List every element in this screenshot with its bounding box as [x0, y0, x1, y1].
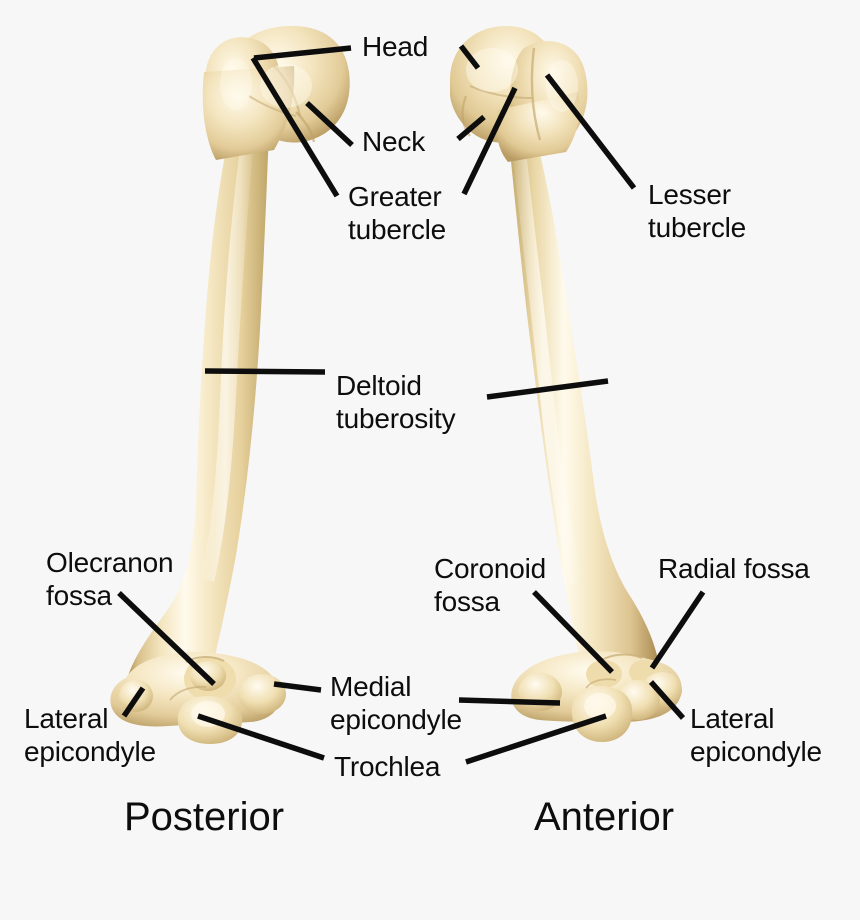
anterior-shaft-highlight	[510, 130, 584, 586]
label-medial-epicondyle-line-1: Medial	[330, 671, 412, 702]
leader-line-neck-to-anterior	[456, 114, 486, 142]
leader-line-deltoid-to-anterior	[486, 378, 609, 400]
label-coronoid-fossa-line-2: fossa	[434, 586, 500, 617]
anterior-trochlea-rim	[585, 678, 617, 689]
label-deltoid-tuberosity-line-2: tuberosity	[336, 403, 456, 434]
anterior-head-highlight	[466, 48, 518, 92]
humerus-anterior	[450, 26, 682, 742]
label-lesser-tubercle-line-1: Lesser	[648, 179, 731, 210]
label-head: Head	[362, 30, 462, 63]
label-lateral-epicondyle-right-line-2: epicondyle	[690, 736, 822, 767]
label-radial-fossa: Radial fossa	[658, 552, 828, 585]
leader-line-head-to-posterior	[253, 45, 352, 61]
leader-line-medial-epicondyle-to-posterior	[273, 681, 322, 693]
anterior-proximal-merge	[496, 92, 580, 162]
label-trochlea-line-1: Trochlea	[334, 751, 441, 782]
leader-line-lesser-tubercle-to-anterior	[544, 73, 637, 190]
posterior-shaft-highlight	[200, 120, 256, 582]
anterior-tubercle-highlight	[546, 60, 578, 112]
label-coronoid-fossa-line-1: Coronoid	[434, 553, 547, 584]
leader-line-trochlea-to-anterior	[465, 713, 607, 765]
posterior-tubercle-highlight	[220, 58, 252, 110]
leader-line-lateral-epicondyle-right-line	[648, 680, 686, 720]
posterior-groove-2	[248, 95, 297, 117]
leader-line-deltoid-to-posterior	[204, 368, 326, 375]
posterior-trochlea-rim	[169, 685, 207, 701]
posterior-groove-1	[273, 65, 302, 117]
leader-line-medial-epicondyle-to-anterior	[458, 697, 561, 706]
leader-line-lateral-epicondyle-left-line	[121, 686, 146, 718]
leader-line-radial-fossa-line	[649, 590, 706, 670]
posterior-neck-line	[295, 111, 316, 143]
humerus-posterior	[110, 26, 350, 744]
leader-line-coronoid-fossa-line	[532, 590, 614, 674]
view-label-posterior: Posterior	[124, 795, 285, 839]
leader-line-trochlea-to-posterior	[197, 713, 325, 761]
label-radial-fossa-line-1: Radial fossa	[658, 553, 810, 584]
label-head-line-1: Head	[362, 31, 429, 62]
label-medial-epicondyle-line-2: epicondyle	[330, 704, 462, 735]
intertubercular-groove	[530, 47, 542, 141]
anterior-shaft	[506, 105, 658, 680]
label-greater-tubercle-line-2: tubercle	[348, 214, 447, 245]
anterior-trochlea-highlight	[584, 693, 616, 719]
leader-lines-group	[117, 44, 706, 765]
anterior-anatomical-neck-line	[469, 85, 533, 99]
label-greater-tubercle-line-1: Greater	[348, 181, 442, 212]
view-label-anterior: Anterior	[534, 795, 675, 839]
label-lateral-epicondyle-left-line-2: epicondyle	[24, 736, 156, 767]
label-deltoid-tuberosity-line-1: Deltoid	[336, 370, 422, 401]
label-trochlea: Trochlea	[334, 750, 464, 783]
label-lateral-epicondyle-right-line-1: Lateral	[690, 703, 775, 734]
label-olecranon-fossa-line-1: Olecranon	[46, 547, 174, 578]
label-lesser-tubercle-line-2: tubercle	[648, 212, 747, 243]
label-neck: Neck	[362, 125, 462, 158]
leader-line-olecranon-fossa-line	[117, 591, 216, 686]
label-neck-line-1: Neck	[362, 126, 425, 157]
label-lateral-epicondyle-left-line-1: Lateral	[24, 703, 109, 734]
label-olecranon-fossa-line-2: fossa	[46, 580, 112, 611]
leader-line-head-to-anterior	[458, 44, 481, 70]
posterior-medial-epicondyle	[238, 674, 286, 714]
posterior-head-highlight	[260, 64, 312, 108]
leader-line-greater-tubercle-to-anterior	[461, 86, 518, 196]
leader-line-neck-to-posterior	[305, 100, 354, 148]
leader-line-greater-tubercle-to-posterior	[250, 56, 340, 198]
